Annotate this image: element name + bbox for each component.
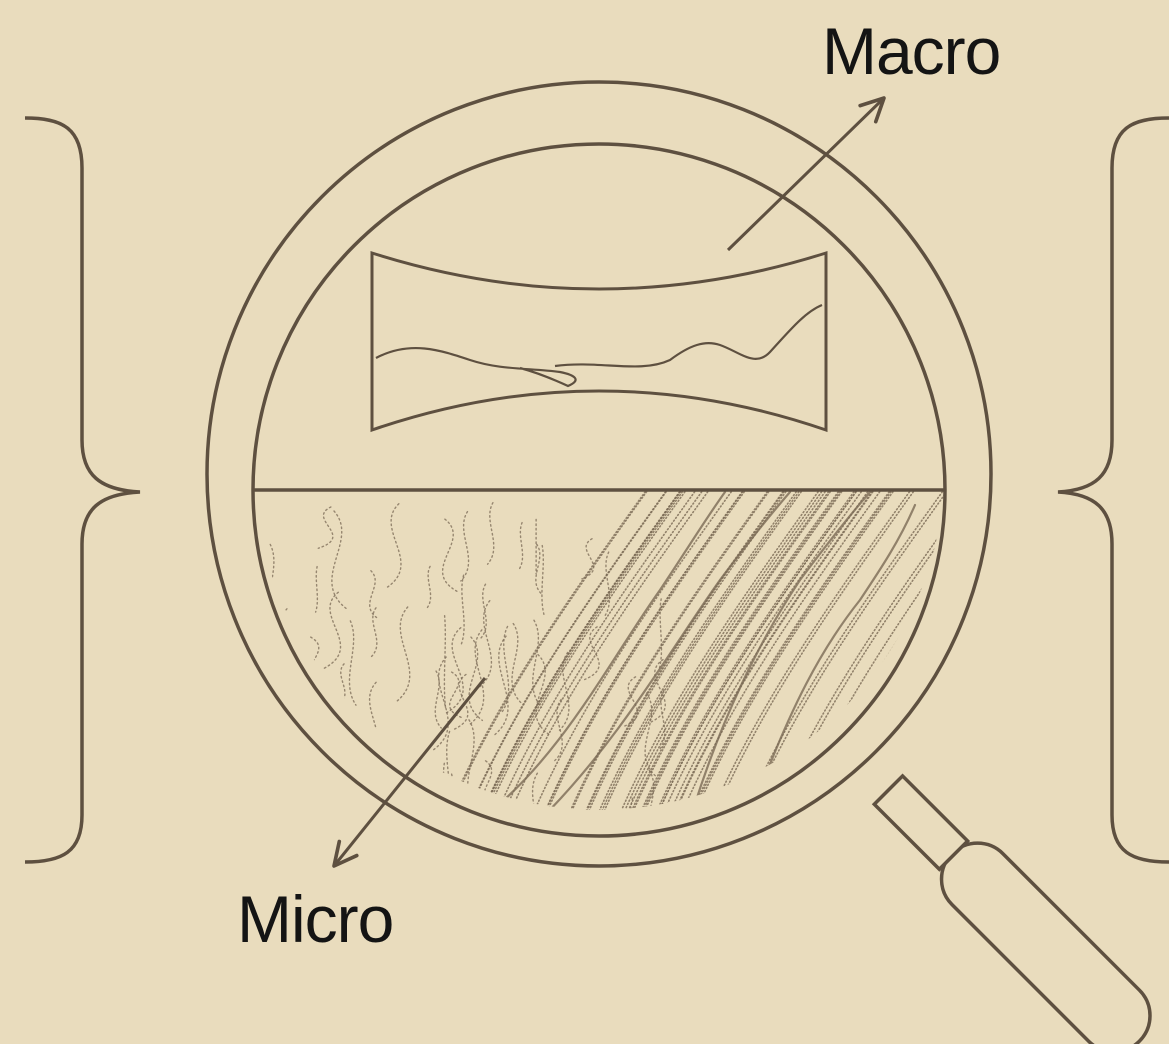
micro-label: Micro xyxy=(237,886,393,952)
micro-arrow xyxy=(334,678,485,866)
landscape-contour-right xyxy=(555,305,822,366)
macro-label: Macro xyxy=(822,18,1000,84)
magnifying-glass-icon xyxy=(207,82,991,866)
landscape-contour-left xyxy=(376,348,576,386)
right-brace xyxy=(1058,118,1169,862)
macro-arrow xyxy=(728,98,884,250)
left-brace xyxy=(25,118,140,862)
macro-landscape-panel xyxy=(372,253,826,430)
magnifier-handle xyxy=(863,765,1165,1044)
